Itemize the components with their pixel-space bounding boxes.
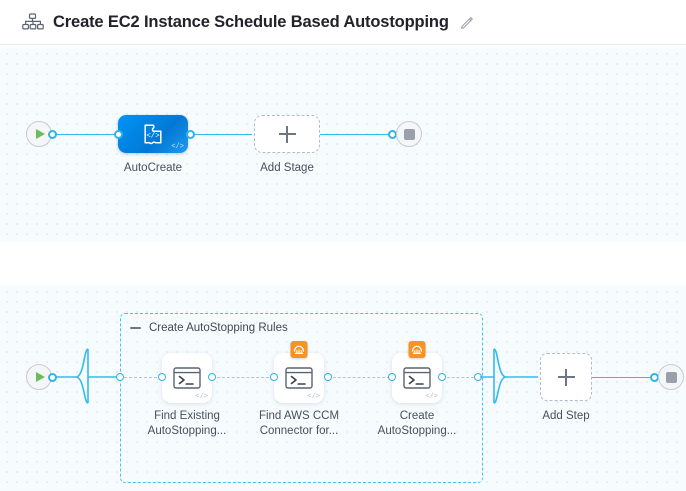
stage-code-badge: </> (171, 143, 184, 151)
stage-input-port[interactable] (114, 129, 123, 139)
link-start-to-autocreate (52, 133, 114, 136)
link-autocreate-to-addstage (190, 133, 252, 136)
minus-collapse-icon[interactable] (130, 327, 141, 329)
start-node-port[interactable] (48, 129, 57, 139)
end-node-circle (658, 364, 684, 390)
step-label-create-autostopping: Create AutoStopping... (367, 409, 467, 439)
step-group-title: Create AutoStopping Rules (149, 322, 288, 334)
step-label-line2: AutoStopping... (377, 425, 457, 437)
stage-start-node[interactable] (26, 121, 52, 147)
link-start-to-group-curve (50, 348, 120, 404)
plus-icon (557, 368, 575, 386)
play-icon (36, 372, 45, 382)
step-label-line2: Connector for... (259, 425, 339, 437)
step-code-badge: </> (425, 393, 438, 401)
link-groupentry-to-step1 (124, 377, 162, 378)
stage-output-port[interactable] (186, 129, 195, 139)
stage-label-autocreate: AutoCreate (123, 162, 183, 174)
step-label-line1: Find AWS CCM (258, 410, 340, 422)
step-code-badge: </> (307, 393, 320, 401)
step2-input-port[interactable] (270, 373, 278, 381)
aws-connector-icon (290, 341, 308, 358)
pencil-edit-icon[interactable] (460, 15, 474, 29)
step1-input-port[interactable] (158, 373, 166, 381)
page-header: Create EC2 Instance Schedule Based Autos… (0, 0, 686, 45)
aws-connector-icon (408, 341, 426, 358)
custom-stage-code-icon: </> (144, 124, 162, 145)
play-icon (36, 129, 45, 139)
step-start-node[interactable] (26, 364, 52, 390)
group-entry-port[interactable] (116, 373, 124, 381)
stage-node-autocreate[interactable]: </> </> (118, 115, 188, 153)
step3-input-port[interactable] (388, 373, 396, 381)
add-step-label: Add Step (542, 410, 590, 422)
add-stage-box[interactable] (254, 115, 320, 153)
link-addstep-to-end (592, 376, 654, 379)
add-step-button[interactable] (540, 353, 592, 401)
stage-node-body[interactable]: </> </> (118, 115, 188, 153)
step-label-find-aws-ccm-connector: Find AWS CCM Connector for... (249, 409, 349, 439)
stage-end-node[interactable] (396, 121, 422, 147)
step-start-port[interactable] (48, 372, 57, 382)
start-node-circle (26, 121, 52, 147)
link-step1-to-step2 (212, 377, 274, 378)
step-label-line1: Find Existing (154, 410, 220, 422)
step-group-header[interactable]: Create AutoStopping Rules (130, 322, 288, 334)
step-node-find-existing-autostopping[interactable]: </> (162, 353, 212, 403)
add-stage-label: Add Stage (260, 162, 314, 174)
shell-script-terminal-icon (403, 367, 431, 389)
step-node-create-autostopping[interactable]: </> (392, 341, 442, 403)
step-code-badge: </> (195, 393, 208, 401)
stop-icon (403, 128, 415, 140)
plus-icon (278, 125, 296, 143)
step3-output-port[interactable] (438, 373, 446, 381)
end-node-circle (396, 121, 422, 147)
step-node-body[interactable]: </> (274, 341, 324, 403)
add-stage-button[interactable] (254, 115, 320, 153)
step-label-line2: AutoStopping... (147, 425, 227, 437)
step-node-body[interactable]: </> (392, 341, 442, 403)
link-step3-to-groupexit (442, 377, 474, 378)
pipeline-icon (22, 13, 44, 31)
shell-script-terminal-icon (173, 367, 201, 389)
link-group-to-addstep-curve (480, 348, 538, 404)
step-node-body[interactable]: </> (162, 353, 212, 403)
link-addstage-to-end (318, 133, 392, 136)
step-label-line1: Create (399, 410, 435, 422)
step-node-find-aws-ccm-connector[interactable]: </> (274, 341, 324, 403)
step-end-node[interactable] (658, 364, 684, 390)
step2-output-port[interactable] (324, 373, 332, 381)
add-step-box[interactable] (540, 353, 592, 401)
pipeline-stages-canvas[interactable]: </> </> AutoCreate Add Stage (0, 47, 686, 242)
stop-icon (665, 371, 677, 383)
link-step2-to-step3 (328, 377, 390, 378)
shell-script-terminal-icon (285, 367, 313, 389)
step-label-find-existing-autostopping: Find Existing AutoStopping... (137, 409, 237, 439)
step1-output-port[interactable] (208, 373, 216, 381)
page-title: Create EC2 Instance Schedule Based Autos… (53, 12, 449, 31)
pipeline-steps-canvas[interactable]: Create AutoStopping Rules (0, 285, 686, 491)
svg-text:</>: </> (146, 132, 160, 140)
start-node-circle (26, 364, 52, 390)
